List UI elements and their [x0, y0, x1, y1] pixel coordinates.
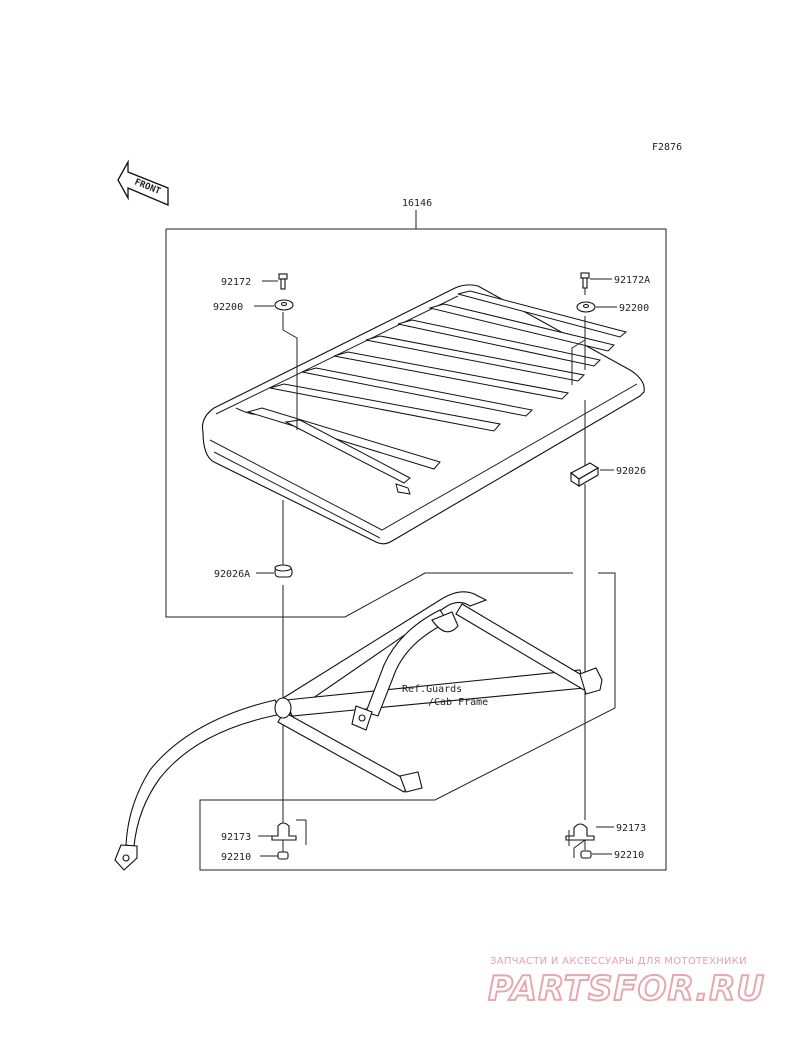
nut-right-label[interactable]: 92210	[614, 850, 644, 861]
washer-right-icon[interactable]	[576, 301, 596, 313]
watermark-brand: PARTSFOR.RU	[488, 969, 765, 1009]
spacer-right-icon[interactable]	[569, 462, 600, 487]
washer-right-label[interactable]: 92200	[619, 303, 649, 314]
bolt-right-label[interactable]: 92172A	[614, 275, 650, 286]
clamp-right-icon[interactable]	[565, 823, 595, 846]
right-fastener-stack	[571, 285, 586, 858]
nut-left-label[interactable]: 92210	[221, 852, 251, 863]
watermark-tagline: ЗАПЧАСТИ И АКСЕССУАРЫ ДЛЯ МОТОТЕХНИКИ	[490, 956, 747, 967]
spacer-left-icon[interactable]	[274, 564, 293, 578]
reference-line2[interactable]: /Cab Frame	[428, 697, 488, 708]
assembly-frame-left	[165, 229, 573, 618]
nut-left-icon[interactable]	[277, 851, 289, 860]
reference-line1[interactable]: Ref.Guards	[402, 684, 462, 695]
figure-code: F2876	[652, 142, 682, 153]
bolt-left-icon[interactable]	[278, 273, 288, 290]
washer-left-icon[interactable]	[274, 299, 294, 311]
front-arrow-icon: FRONT	[117, 159, 169, 206]
washer-left-label[interactable]: 92200	[213, 302, 243, 313]
cab-frame	[114, 591, 603, 871]
nut-right-icon[interactable]	[580, 850, 592, 859]
spacer-right-label[interactable]: 92026	[616, 466, 646, 477]
assembly-part-label[interactable]: 16146	[402, 198, 432, 209]
clamp-left-label[interactable]: 92173	[221, 832, 251, 843]
assembly-frame-right	[166, 228, 667, 871]
roof-panel[interactable]	[201, 284, 645, 545]
roof-ribs	[246, 290, 628, 495]
spacer-left-label[interactable]: 92026A	[214, 569, 250, 580]
clamp-right-label[interactable]: 92173	[616, 823, 646, 834]
clamp-left-icon[interactable]	[271, 819, 307, 845]
bolt-right-icon[interactable]	[580, 272, 590, 289]
bolt-left-label[interactable]: 92172	[221, 277, 251, 288]
